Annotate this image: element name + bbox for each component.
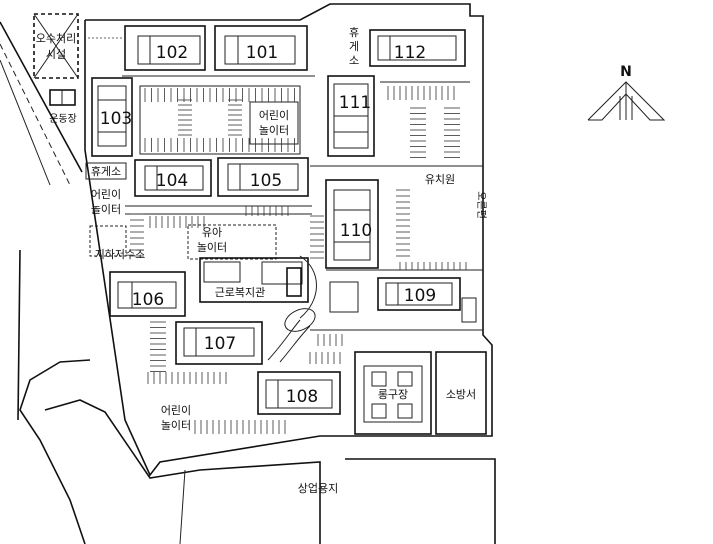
playground-top-label-2: 놀이터 [259, 124, 289, 137]
playground-left-label-2: 놀이터 [91, 203, 121, 216]
road-edge-left-1 [0, 21, 83, 173]
building-102: 102 [124, 25, 206, 71]
building-104: 104 [134, 159, 212, 197]
building-111: 111 [327, 75, 375, 157]
sewage-label-2: 시설 [46, 48, 66, 61]
playground-bottom: 어린이 놀이터 [161, 404, 191, 432]
north-label: N [620, 64, 632, 80]
building-107-label: 107 [204, 334, 236, 354]
fire-station: 소방서 [435, 351, 487, 435]
building-111-label: 111 [339, 93, 371, 113]
roundabout [284, 308, 316, 332]
rest-area-left: 휴게소 [85, 162, 127, 180]
building-102-label: 102 [156, 43, 188, 63]
building-101: 101 [214, 25, 308, 71]
building-105-label: 105 [250, 171, 282, 191]
fire-station-label: 소방서 [446, 388, 476, 401]
building-101-label: 101 [246, 43, 278, 63]
building-109: 109 [377, 277, 461, 311]
playground-bottom-label-1: 어린이 [161, 404, 191, 417]
parking-top-row [139, 85, 301, 155]
playground-bottom-label-2: 놀이터 [161, 419, 191, 432]
building-110-label: 110 [340, 221, 372, 241]
playground-left: 어린이 놀이터 [91, 188, 121, 216]
building-106-label: 106 [132, 290, 164, 310]
ramp-curve [299, 255, 317, 319]
rest-top-label-3: 소 [349, 54, 359, 67]
kindergarten-label: 유치원 [425, 173, 455, 186]
playground-top: 어린이 놀이터 [249, 101, 299, 145]
building-106: 106 [109, 271, 186, 317]
rest-left-label: 휴게소 [91, 165, 121, 178]
rest-area-top: 휴 게 소 [349, 26, 359, 67]
building-105: 105 [217, 157, 309, 197]
building-108-label: 108 [286, 387, 318, 407]
road-edge-left-3 [17, 249, 21, 421]
parking-stalls [130, 86, 467, 434]
road-edge-left-2 [0, 59, 51, 186]
infant-playground: 유아 놀이터 [187, 224, 277, 260]
rest-top-label-2: 게 [349, 40, 359, 53]
building-109-annex [461, 297, 477, 323]
plot-west-of-109 [329, 281, 359, 313]
side-label: 오른편 [475, 191, 487, 219]
ramp-lower [267, 319, 301, 361]
ramp-lower-2 [279, 325, 311, 363]
building-103: 103 [91, 77, 133, 157]
building-104-label: 104 [156, 171, 188, 191]
infant-label-1: 유아 [202, 226, 222, 239]
commerce-road-label: 상업용지 [298, 482, 338, 495]
building-112-label: 112 [394, 43, 426, 63]
building-107: 107 [175, 321, 263, 365]
building-108: 108 [257, 371, 341, 415]
north-arrow: N [587, 64, 666, 121]
sports-label: 운동장 [49, 113, 77, 125]
sewage-facility: 오수처리 시설 [33, 13, 79, 79]
sports-field: 운동장 [49, 89, 77, 125]
playground-top-label-1: 어린이 [259, 109, 289, 122]
sewage-label-1: 오수처리 [36, 32, 76, 45]
infant-label-2: 놀이터 [197, 241, 227, 254]
road-edge-bottom-under [179, 469, 186, 544]
underground-label: 지하저수조 [95, 247, 146, 261]
road-edge-left-dashed [0, 43, 71, 186]
building-110: 110 [325, 179, 379, 269]
welfare-label: 근로복지관 [215, 286, 266, 299]
underground-reservoir: 지하저수조 [89, 225, 146, 261]
rest-top-label-1: 휴 [349, 26, 359, 39]
welfare-hall: 근로복지관 [199, 257, 309, 303]
site-boundary [84, 3, 493, 477]
court: 롱구장 [354, 351, 432, 435]
road-edge-bottom-inner [44, 399, 321, 544]
playground-left-label-1: 어린이 [91, 188, 121, 201]
building-112: 112 [369, 29, 466, 67]
road-edge-bottom-curve [19, 359, 91, 544]
court-label: 롱구장 [378, 388, 408, 401]
road-edge-bottom-right [345, 458, 496, 544]
building-103-label: 103 [100, 109, 132, 129]
building-109-label: 109 [404, 286, 436, 306]
